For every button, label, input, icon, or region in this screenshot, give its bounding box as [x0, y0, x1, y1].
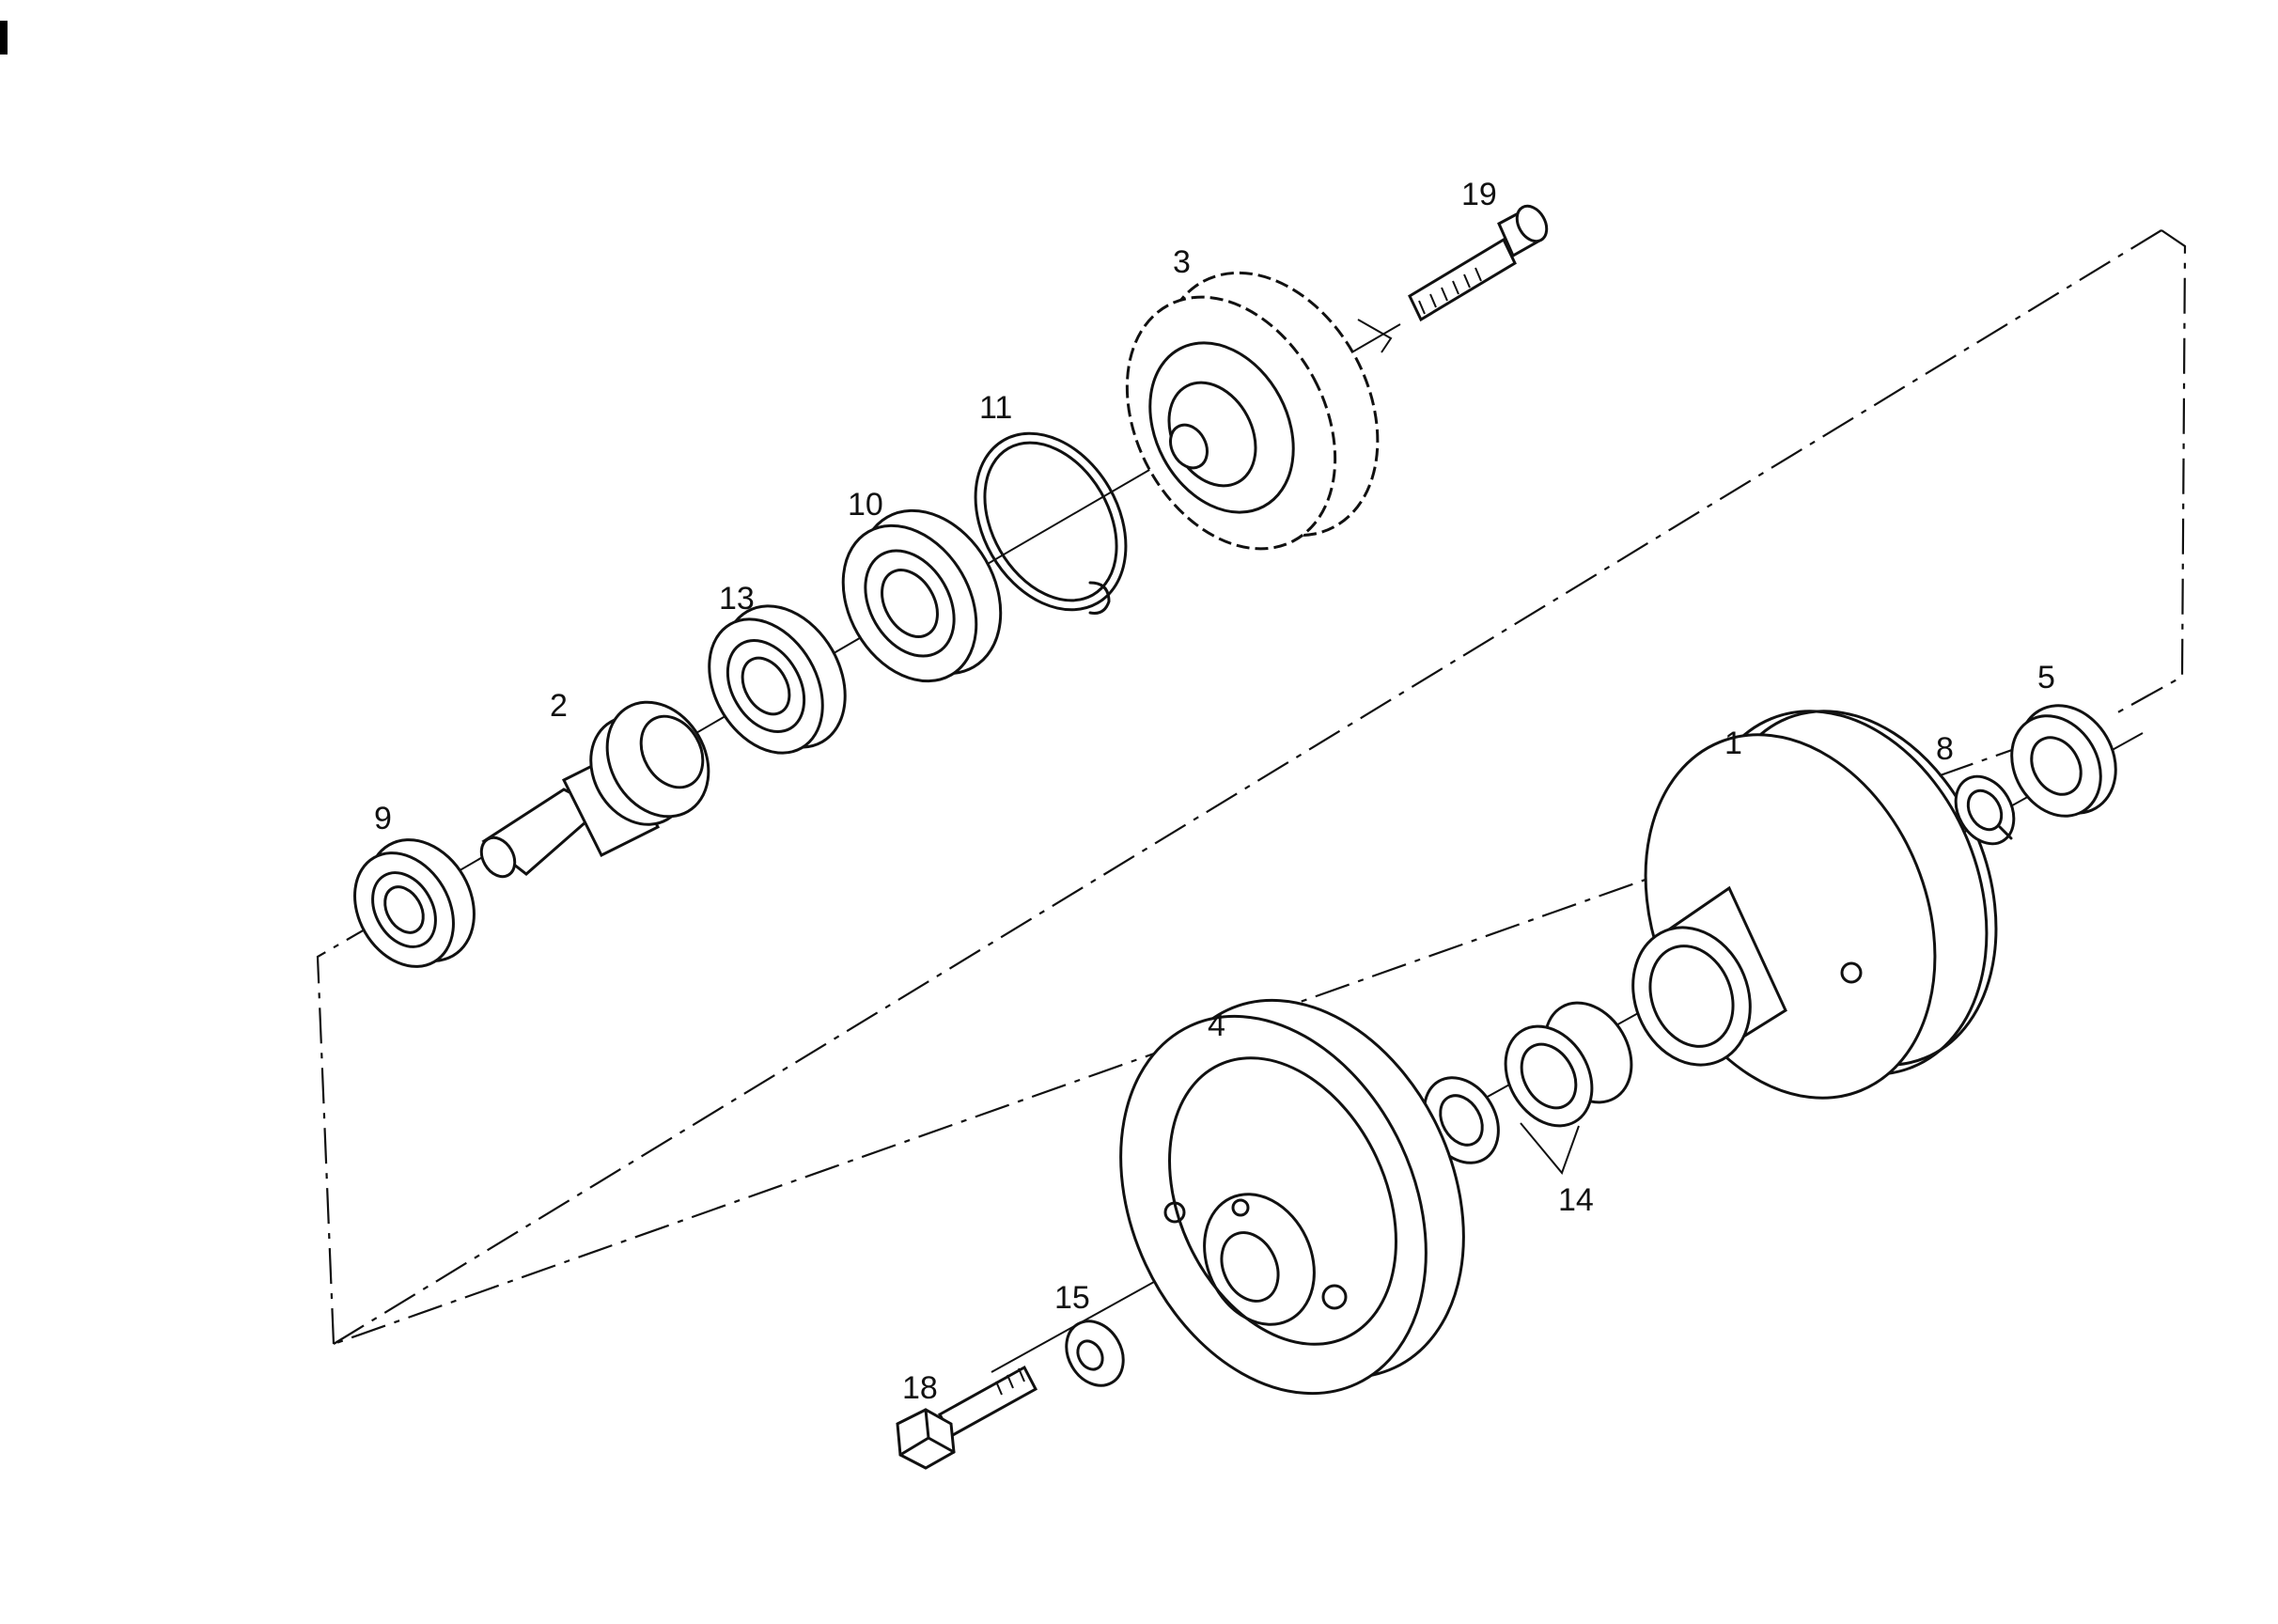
corner-registration-mark [0, 21, 8, 55]
part-14-seal-bushing [1423, 1001, 1633, 1175]
part-labels: 19 3 11 10 13 2 9 1 8 5 4 14 15 18 [374, 177, 2055, 1406]
part-4-gear [1125, 271, 1380, 551]
label-part-14: 14 [1558, 1182, 1594, 1218]
label-part-4: 3 [1173, 244, 1191, 280]
part-3-pulley [1119, 998, 1465, 1396]
label-part-5: 5 [2037, 660, 2055, 695]
label-part-1: 1 [1724, 726, 1742, 761]
label-part-10: 10 [848, 487, 883, 523]
label-part-11: 11 [979, 390, 1012, 426]
part-1-drum-housing [1631, 710, 1998, 1100]
label-part-8: 8 [1936, 731, 1954, 767]
label-part-9: 9 [374, 801, 392, 836]
label-part-3: 4 [1208, 1007, 1225, 1043]
part-10-ball-bearing [841, 508, 1003, 683]
label-part-15: 15 [1054, 1280, 1090, 1316]
label-part-18: 18 [902, 1370, 938, 1406]
label-part-13: 13 [719, 581, 755, 617]
part-18-hex-bolt [896, 1365, 1038, 1470]
part-2-tapered-shaft [479, 700, 710, 879]
label-part-2: 2 [550, 688, 568, 724]
part-13-needle-bearing [708, 604, 847, 755]
part-11-circlip [974, 431, 1128, 615]
part-8-clip [1954, 774, 2016, 846]
label-part-19: 19 [1461, 177, 1497, 212]
part-15-washer [1065, 1320, 1125, 1387]
part-5-seal [2010, 704, 2117, 818]
part-9-ball-bearing [353, 838, 476, 968]
part-19-bolt [1357, 204, 1549, 353]
